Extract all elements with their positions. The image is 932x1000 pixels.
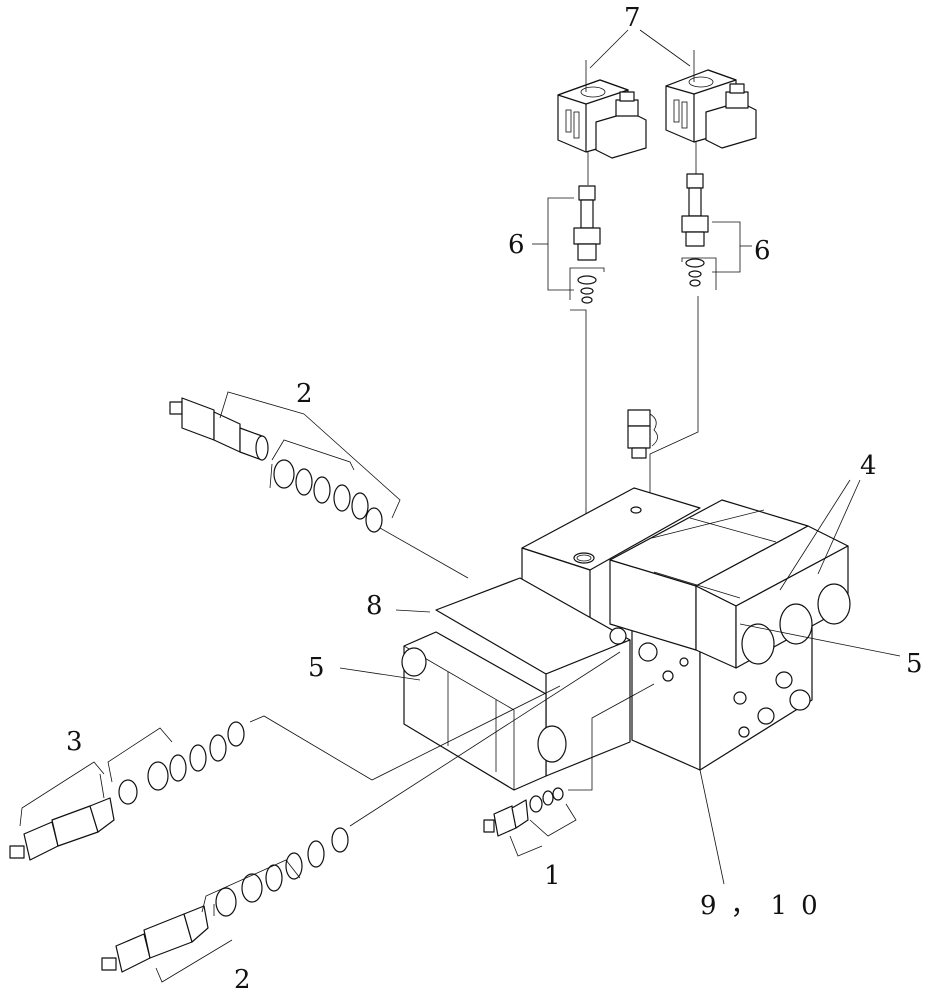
solenoid-coil-left — [557, 79, 647, 159]
solenoid-coil-right — [665, 69, 757, 149]
callout-9-10: 9，10 — [700, 891, 832, 921]
front-block — [401, 577, 689, 791]
callout-5-left: 5 — [308, 653, 325, 683]
cartridge-right — [681, 173, 709, 287]
callout-5-right: 5 — [906, 649, 923, 679]
relief-valve-bottom — [101, 827, 349, 973]
callout-1: 1 — [544, 861, 561, 891]
pressure-switch — [627, 409, 658, 459]
callout-7: 7 — [624, 3, 641, 33]
callout-4: 4 — [860, 451, 877, 481]
callout-2-top: 2 — [296, 379, 313, 409]
cartridge-left — [573, 185, 601, 304]
callout-6-right: 6 — [754, 236, 771, 266]
relief-valve-left — [9, 721, 245, 861]
callout-3: 3 — [66, 727, 83, 757]
callout-8: 8 — [366, 591, 383, 621]
relief-valve-top — [169, 397, 383, 533]
cover-plates — [609, 499, 851, 669]
callout-6-left: 6 — [508, 230, 525, 260]
callout-2-bottom: 2 — [234, 965, 251, 995]
check-valve-small — [483, 787, 564, 837]
